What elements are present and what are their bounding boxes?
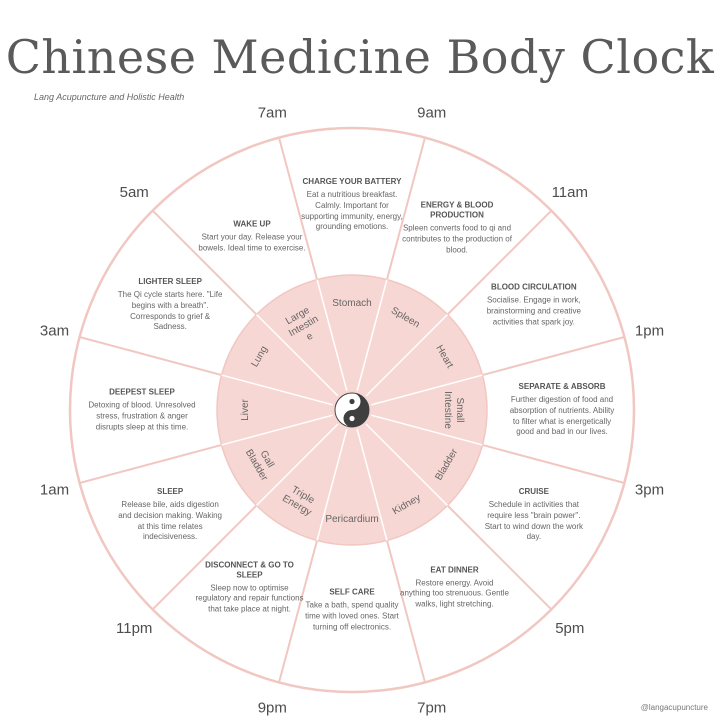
segment-heading: BLOOD CIRCULATION: [491, 282, 577, 292]
segment-description: BLOOD CIRCULATION Socialise. Engage in wo…: [479, 282, 589, 327]
time-label-1am: 1am: [40, 482, 69, 499]
segment-text: The Qi cycle starts here. "Life begins w…: [117, 289, 223, 332]
social-handle: @langacupuncture: [640, 703, 708, 712]
segment-dividers: [79, 137, 625, 683]
yin-yang-icon: [334, 392, 370, 428]
segment-divider: [482, 443, 625, 484]
segment-description: EAT DINNER Restore energy. Avoid anything…: [400, 565, 510, 610]
segment-description: SEPARATE & ABSORB Further digestion of fo…: [507, 382, 617, 438]
organ-divider: [221, 414, 333, 446]
segment-divider: [151, 209, 258, 316]
organ-label: Stomach: [332, 298, 371, 309]
segment-divider: [446, 209, 553, 316]
segment-text: Take a bath, spend quality time with lov…: [305, 600, 399, 631]
segment-heading: ENERGY & BLOOD PRODUCTION: [420, 200, 494, 220]
segment-description: CRUISE Schedule in activities that requir…: [479, 487, 589, 543]
segment-description: ENERGY & BLOOD PRODUCTION Spleen converts…: [402, 200, 512, 255]
segment-text: Release bile, aids digestion and decisio…: [118, 499, 222, 542]
time-label-5am: 5am: [120, 184, 149, 201]
segment-heading: SEPARATE & ABSORB: [518, 381, 606, 391]
segment-heading: LIGHTER SLEEP: [138, 276, 202, 286]
organ-divider: [221, 374, 333, 406]
page-title: Chinese Medicine Body Clock: [5, 30, 715, 84]
time-label-11am: 11am: [552, 184, 588, 201]
segment-divider: [278, 137, 319, 280]
segment-divider: [151, 504, 258, 611]
time-labels: 7am 9am 11am 1pm 3pm 5pm 7pm 9pm 11pm 1am 3am 5am: [40, 104, 664, 716]
organ-label: Liver: [240, 398, 251, 420]
organ-divider: [365, 314, 448, 397]
segment-description: DISCONNECT & GO TO SLEEP Sleep now to opt…: [195, 560, 305, 615]
organ-label: SmallIntestine: [442, 391, 465, 429]
organ-divider: [356, 279, 388, 391]
segment-text: Socialise. Engage in work, brainstorming…: [486, 295, 581, 326]
segment-description: SELF CARE Take a bath, spend quality time…: [297, 587, 407, 632]
time-label-1pm: 1pm: [635, 322, 664, 339]
segment-text: Sleep now to optimise regulatory and rep…: [195, 582, 304, 614]
organ-divider: [316, 429, 348, 541]
segment-divider: [385, 540, 426, 683]
segment-text: Eat a nutritious breakfast. Calmly. Impo…: [301, 189, 403, 232]
segment-description: LIGHTER SLEEP The Qi cycle starts here. "…: [115, 277, 225, 333]
organ-divider: [371, 414, 483, 446]
segment-heading: DEEPEST SLEEP: [109, 387, 175, 397]
segment-heading: EAT DINNER: [430, 564, 479, 574]
time-label-3am: 3am: [40, 322, 69, 339]
segment-divider: [446, 504, 553, 611]
time-label-9am: 9am: [417, 104, 446, 121]
time-label-7am: 7am: [258, 104, 287, 121]
subtitle: Lang Acupuncture and Holistic Health: [34, 92, 185, 102]
segment-heading: WAKE UP: [233, 219, 271, 229]
time-label-9pm: 9pm: [258, 700, 287, 717]
segment-heading: CRUISE: [518, 486, 549, 496]
organ-divider: [256, 423, 339, 506]
segment-text: Detoxing of blood. Unresolved stress, fr…: [88, 400, 196, 431]
time-label-5pm: 5pm: [555, 620, 584, 637]
segment-text: Spleen converts food to qi and contribut…: [402, 223, 512, 255]
segment-text: Schedule in activities that require less…: [484, 499, 583, 542]
segment-description: SLEEP Release bile, aids digestion and de…: [115, 487, 225, 543]
organ-divider: [371, 374, 483, 406]
segment-divider: [385, 137, 426, 280]
segment-heading: SELF CARE: [329, 587, 375, 597]
time-label-7pm: 7pm: [417, 700, 446, 717]
segment-divider: [482, 336, 625, 377]
organ-divider: [256, 314, 339, 397]
segment-divider: [79, 443, 222, 484]
organ-divider: [356, 429, 388, 541]
segment-heading: DISCONNECT & GO TO SLEEP: [205, 559, 294, 579]
segment-text: Start your day. Release your bowels. Ide…: [198, 232, 306, 253]
segment-divider: [79, 336, 222, 377]
segment-divider: [278, 540, 319, 683]
segment-description: WAKE UP Start your day. Release your bowe…: [197, 219, 307, 254]
segment-description: CHARGE YOUR BATTERY Eat a nutritious brea…: [297, 177, 407, 233]
organ-divider: [316, 279, 348, 391]
organ-label: Pericardium: [325, 514, 378, 525]
segment-heading: SLEEP: [157, 486, 184, 496]
segment-heading: CHARGE YOUR BATTERY: [302, 176, 402, 186]
time-label-11pm: 11pm: [116, 620, 152, 637]
segment-text: Restore energy. Avoid anything too stren…: [400, 577, 509, 609]
time-label-3pm: 3pm: [635, 482, 664, 499]
organ-divider: [365, 423, 448, 506]
segment-description: DEEPEST SLEEP Detoxing of blood. Unresolv…: [87, 387, 197, 432]
segment-text: Further digestion of food and absorption…: [509, 394, 615, 437]
